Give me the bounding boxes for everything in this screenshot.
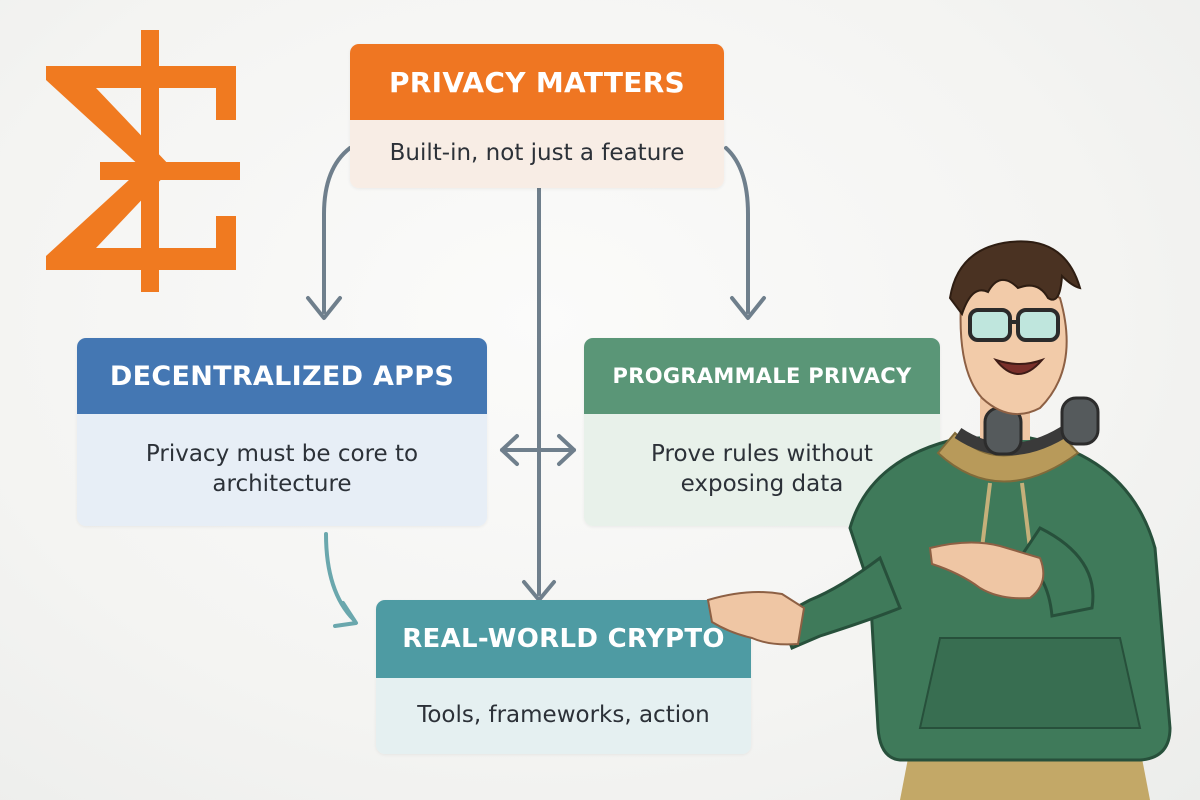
sigma-plus-logo-icon — [46, 30, 240, 292]
node-privacy-matters: PRIVACY MATTERS Built-in, not just a fea… — [350, 44, 724, 188]
arrowhead-left — [500, 434, 519, 466]
node-subtitle: Prove rules without exposing data — [584, 414, 940, 526]
node-title: PRIVACY MATTERS — [350, 44, 724, 120]
arrowhead-programmable — [730, 296, 766, 320]
arrowhead-right — [557, 434, 576, 466]
node-real-world-crypto: REAL-WORLD CRYPTO Tools, frameworks, act… — [376, 600, 751, 754]
node-subtitle: Built-in, not just a feature — [350, 120, 724, 188]
arrowhead-dapps — [306, 296, 342, 320]
node-subtitle: Privacy must be core to architecture — [77, 414, 487, 526]
node-title: PROGRAMMALE PRIVACY — [584, 338, 940, 414]
arrow-dapps-to-realworld — [324, 532, 356, 622]
arrow-privacy-to-programmable — [724, 146, 750, 314]
node-subtitle: Tools, frameworks, action — [376, 678, 751, 754]
node-title: DECENTRALIZED APPS — [77, 338, 487, 414]
arrowhead-dapps-realworld — [333, 601, 358, 628]
node-decentralized-apps: DECENTRALIZED APPS Privacy must be core … — [77, 338, 487, 526]
node-title: REAL-WORLD CRYPTO — [376, 600, 751, 678]
presenter-illustration-icon — [706, 240, 1172, 800]
arrow-privacy-to-dapps — [322, 146, 352, 314]
node-programmable-privacy: PROGRAMMALE PRIVACY Prove rules without … — [584, 338, 940, 526]
